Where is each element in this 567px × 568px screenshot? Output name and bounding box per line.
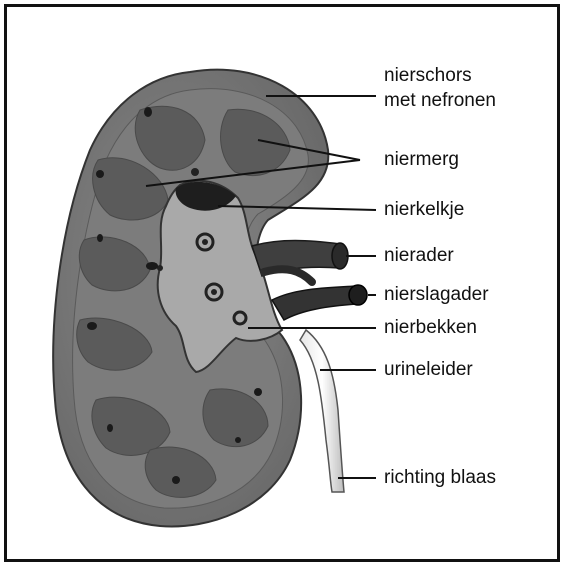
ureter-shape — [300, 330, 344, 492]
label-nierkelkje: nierkelkje — [384, 199, 464, 221]
label-richting-blaas: richting blaas — [384, 467, 496, 489]
label-met-nefronen: met nefronen — [384, 90, 496, 112]
label-urineleider: urineleider — [384, 359, 473, 381]
label-nierader: nierader — [384, 245, 454, 267]
label-niermerg: niermerg — [384, 149, 459, 171]
renal-artery — [264, 269, 367, 320]
label-nierbekken: nierbekken — [384, 317, 477, 339]
label-nierslagader: nierslagader — [384, 284, 489, 306]
label-nierschors: nierschors — [384, 65, 472, 87]
